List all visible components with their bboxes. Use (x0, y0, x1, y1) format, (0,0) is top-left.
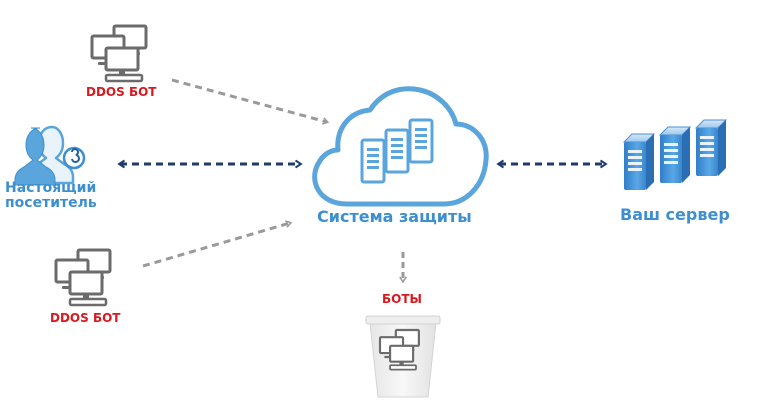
ddos-bot-top-computers-icon (92, 26, 146, 81)
trash-bin-icon (365, 315, 441, 398)
your-server-icon (623, 119, 727, 191)
protection-system-label: Система защиты (317, 207, 472, 226)
protection-cloud-icon (312, 86, 489, 207)
ddos-bot-bottom-computers-icon (56, 250, 110, 305)
bot-top-to-protection-arrow (171, 78, 330, 125)
ddos-bot-top-label: DDOS БОТ (86, 85, 157, 99)
bots-label: БОТЫ (382, 292, 422, 306)
ddos-bot-bottom-label: DDOS БОТ (50, 311, 121, 325)
visitor-label-line1: Настоящий (5, 180, 97, 196)
bot-bottom-to-protection-arrow (142, 220, 293, 268)
visitor-user-icon (14, 125, 86, 186)
visitor-label-line2: посетитель (5, 195, 97, 211)
your-server-label: Ваш сервер (620, 205, 730, 224)
